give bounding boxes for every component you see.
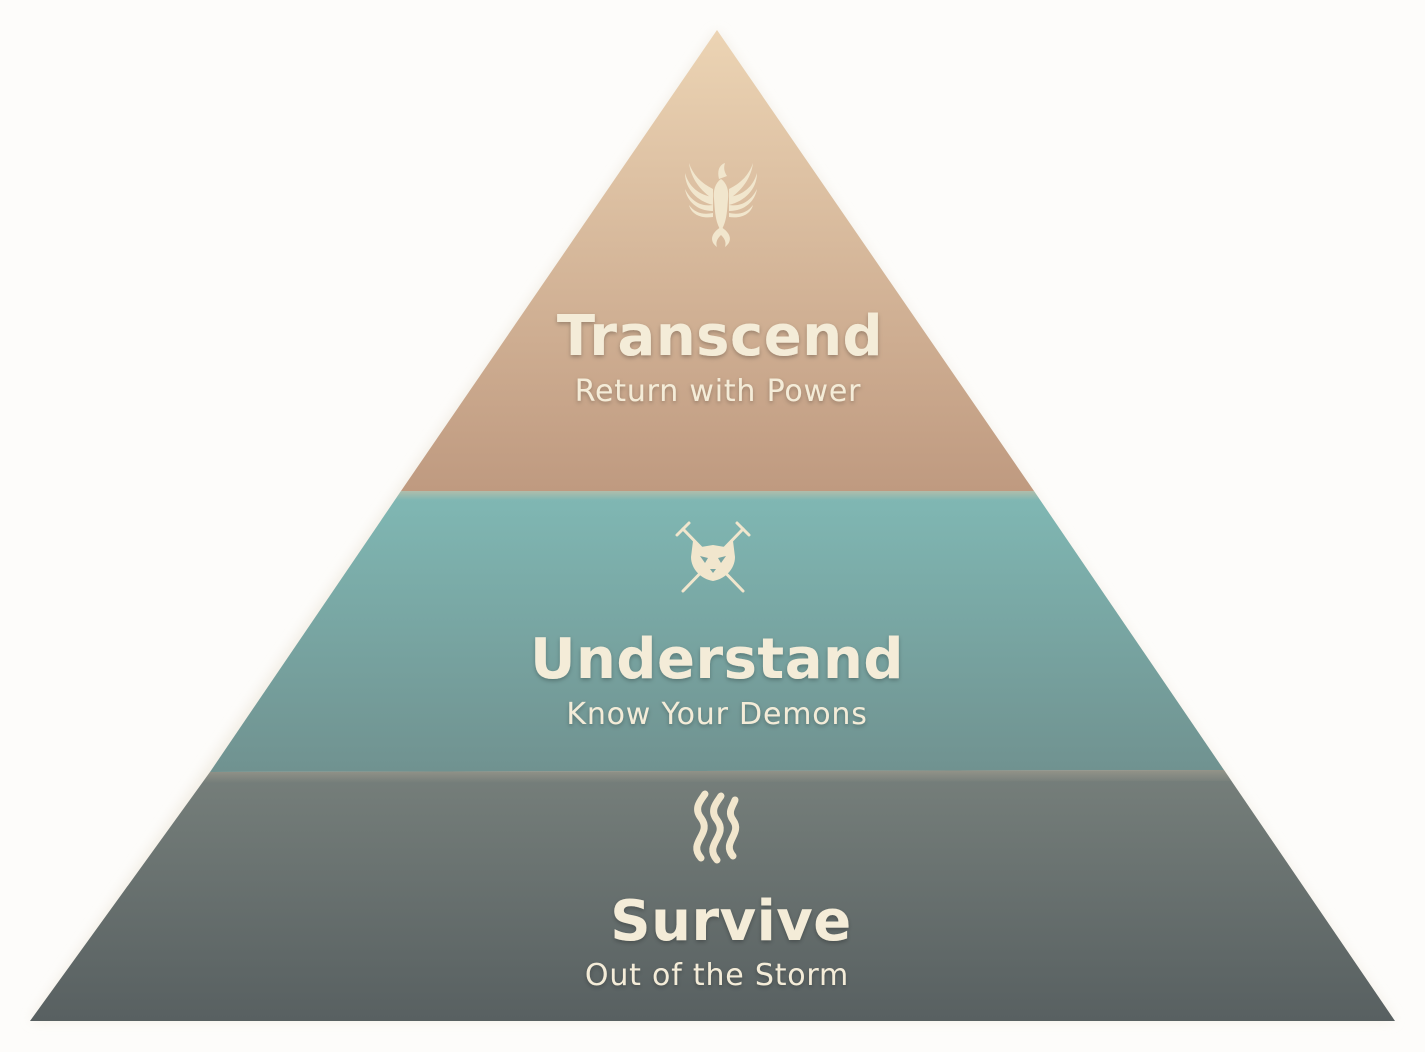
tier-survive: Survive Out of the Storm bbox=[585, 790, 852, 993]
tier-subtitle: Return with Power bbox=[575, 374, 862, 409]
tier-subtitle: Out of the Storm bbox=[585, 958, 849, 993]
seam-lower bbox=[202, 770, 1232, 783]
tier-transcend: Transcend Return with Power bbox=[557, 163, 883, 409]
crossed-swords-mask-icon bbox=[675, 521, 751, 593]
tier-title: Understand bbox=[530, 627, 904, 692]
tier-top-band bbox=[401, 30, 1034, 491]
tier-title: Survive bbox=[610, 889, 852, 954]
tier-middle-band bbox=[210, 491, 1224, 772]
smoke-icon bbox=[693, 790, 740, 864]
tier-subtitle: Know Your Demons bbox=[566, 697, 867, 732]
seam-upper bbox=[395, 491, 1040, 500]
tier-bottom-band bbox=[30, 770, 1395, 1021]
tier-title: Transcend bbox=[557, 304, 883, 369]
tier-understand: Understand Know Your Demons bbox=[530, 521, 904, 732]
phoenix-icon bbox=[685, 163, 757, 247]
